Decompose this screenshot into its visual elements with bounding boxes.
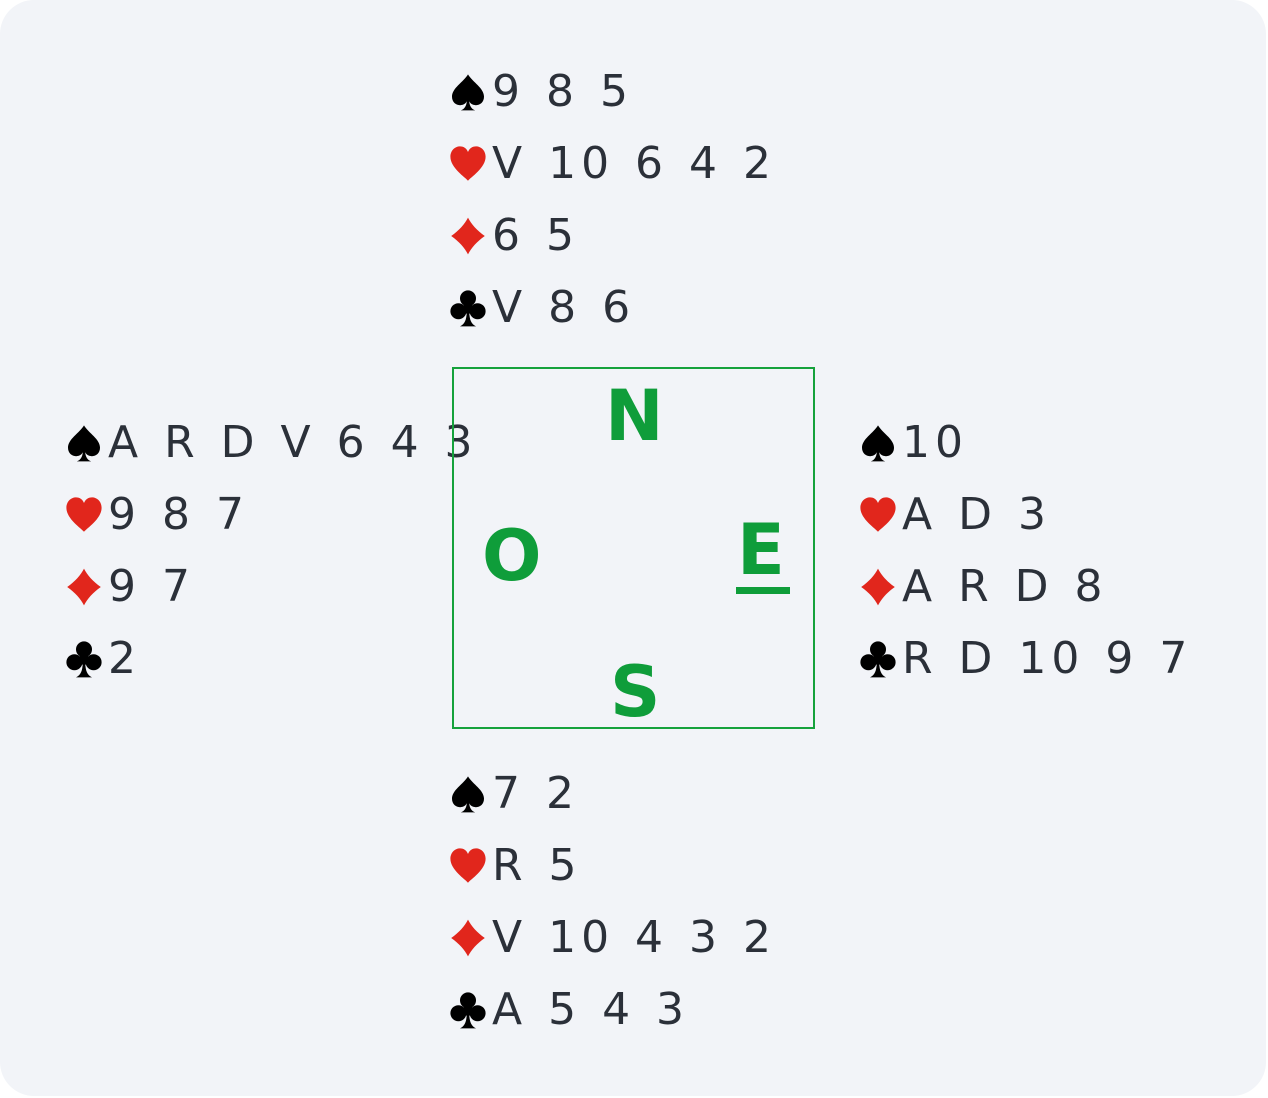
diamond-icon (858, 567, 898, 607)
east-diamonds-cards: A R D 8 (902, 561, 1108, 612)
dealer-indicator (736, 587, 790, 594)
north-diamonds-cards: 6 5 (492, 210, 579, 261)
east-clubs-row: R D 10 9 7 (858, 629, 1192, 689)
north-spades-row: 9 8 5 (448, 62, 633, 122)
spade-icon (448, 72, 488, 112)
heart-icon (448, 144, 488, 184)
club-icon (858, 639, 898, 679)
west-clubs-cards: 2 (108, 633, 141, 684)
diamond-icon (448, 918, 488, 958)
spade-icon (448, 774, 488, 814)
west-hearts-cards: 9 8 7 (108, 489, 249, 540)
diamond-icon (448, 216, 488, 256)
club-icon (448, 288, 488, 328)
heart-icon (448, 846, 488, 886)
diamond-icon (64, 567, 104, 607)
east-spades-cards: 10 (902, 417, 968, 468)
east-hearts-row: A D 3 (858, 485, 1051, 545)
compass-south-label: S (610, 651, 661, 733)
north-diamonds-row: 6 5 (448, 206, 579, 266)
club-icon (64, 639, 104, 679)
west-clubs-row: 2 (64, 629, 141, 689)
heart-icon (64, 495, 104, 535)
east-diamonds-row: A R D 8 (858, 557, 1108, 617)
compass-north-label: N (605, 375, 664, 457)
south-spades-cards: 7 2 (492, 768, 579, 819)
north-hearts-row: V 10 6 4 2 (448, 134, 776, 194)
west-diamonds-row: 9 7 (64, 557, 195, 617)
east-spades-row: 10 (858, 413, 968, 473)
heart-icon (858, 495, 898, 535)
north-clubs-row: V 8 6 (448, 278, 635, 338)
compass-box: N O E S (452, 367, 815, 729)
west-spades-cards: A R D V 6 4 3 (108, 417, 478, 468)
north-clubs-cards: V 8 6 (492, 282, 636, 333)
south-diamonds-cards: V 10 4 3 2 (492, 912, 777, 963)
east-hearts-cards: A D 3 (902, 489, 1051, 540)
south-clubs-cards: A 5 4 3 (492, 984, 690, 1035)
east-clubs-cards: R D 10 9 7 (902, 633, 1193, 684)
north-spades-cards: 9 8 5 (492, 66, 633, 117)
spade-icon (64, 423, 104, 463)
south-diamonds-row: V 10 4 3 2 (448, 908, 776, 968)
compass-east-label: E (737, 509, 785, 591)
club-icon (448, 990, 488, 1030)
compass-west-label: O (482, 515, 542, 597)
south-spades-row: 7 2 (448, 764, 579, 824)
south-hearts-cards: R 5 (492, 840, 582, 891)
south-clubs-row: A 5 4 3 (448, 980, 689, 1040)
south-hearts-row: R 5 (448, 836, 582, 896)
spade-icon (858, 423, 898, 463)
west-spades-row: A R D V 6 4 3 (64, 413, 478, 473)
north-hearts-cards: V 10 6 4 2 (492, 138, 777, 189)
west-hearts-row: 9 8 7 (64, 485, 249, 545)
west-diamonds-cards: 9 7 (108, 561, 195, 612)
